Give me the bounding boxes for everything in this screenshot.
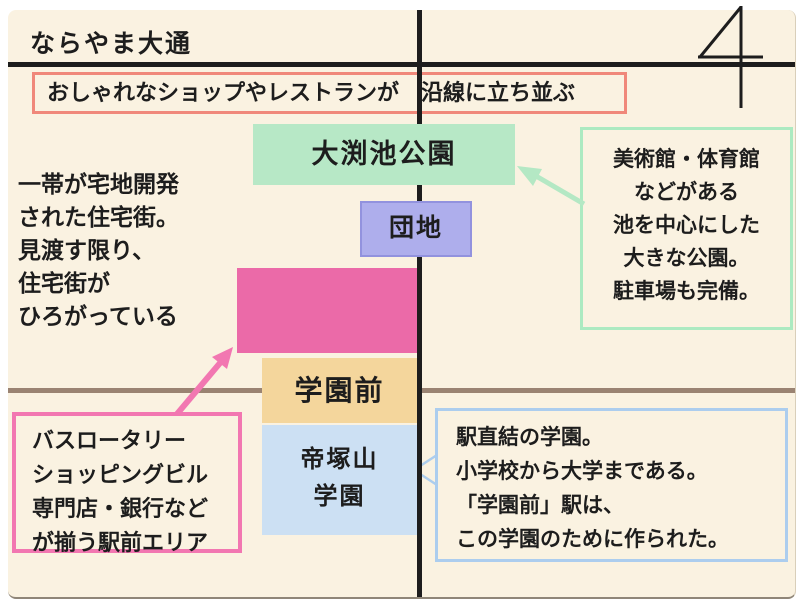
school-callout-box: 駅直結の学園。 小学校から大学まである。 「学園前」駅は、 この学園のために作ら… xyxy=(435,408,788,562)
residential-note-line: 見渡す限り、 xyxy=(18,237,156,263)
station-callout-line: が揃う駅前エリア xyxy=(32,530,209,555)
shops-callout-box: おしゃれなショップやレストランが 沿線に立ち並ぶ xyxy=(32,72,627,114)
school-callout-line: この学園のために作られた。 xyxy=(456,528,729,551)
school-callout-line: 小学校から大学まである。 xyxy=(456,460,708,483)
railway-line xyxy=(417,10,422,597)
station-callout-line: 専門店・銀行など xyxy=(32,496,209,521)
school-callout-line: 「学園前」駅は、 xyxy=(456,494,624,517)
residential-note: 一帯が宅地開発 された住宅街。 見渡す限り、 住宅街が ひろがっている xyxy=(18,168,253,333)
station-label: 学園前 xyxy=(294,375,385,406)
station-front-block xyxy=(237,268,417,353)
park-callout-line: などがある xyxy=(634,181,739,204)
school-label-line1: 帝塚山 xyxy=(300,446,379,473)
station-callout-box: バスロータリー ショッピングビル 専門店・銀行など が揃う駅前エリア xyxy=(12,412,242,555)
park-label: 大渕池公園 xyxy=(311,139,457,169)
tezukayama-school-box: 帝塚山 学園 xyxy=(262,425,417,535)
park-callout-box: 美術館・体育館 などがある 池を中心にした 大きな公園。 駐車場も完備。 xyxy=(580,127,793,330)
school-callout-line: 駅直結の学園。 xyxy=(456,426,603,449)
park-callout-line: 美術館・体育館 xyxy=(613,148,760,171)
school-label-line2: 学園 xyxy=(313,483,366,510)
park-callout-line: 池を中心にした xyxy=(613,214,760,237)
residential-note-line: ひろがっている xyxy=(18,303,178,329)
shops-callout-text: おしゃれなショップやレストランが 沿線に立ち並ぶ xyxy=(47,80,576,105)
danchi-area-box: 団地 xyxy=(360,201,472,257)
residential-note-line: 住宅街が xyxy=(18,270,110,296)
residential-note-line: 一帯が宅地開発 xyxy=(18,171,179,197)
park-callout-line: 駐車場も完備。 xyxy=(613,280,760,303)
narayama-avenue-line xyxy=(8,62,795,67)
park-callout-line: 大きな公園。 xyxy=(623,247,750,270)
street-title: ならやま大通 xyxy=(30,30,193,58)
station-callout-line: バスロータリー xyxy=(32,428,187,453)
residential-note-line: された住宅街。 xyxy=(18,204,179,230)
park-area-box: 大渕池公園 xyxy=(253,124,515,185)
danchi-label: 団地 xyxy=(388,214,443,242)
station-callout-line: ショッピングビル xyxy=(32,462,209,487)
gakuenmae-station-box: 学園前 xyxy=(262,358,417,423)
